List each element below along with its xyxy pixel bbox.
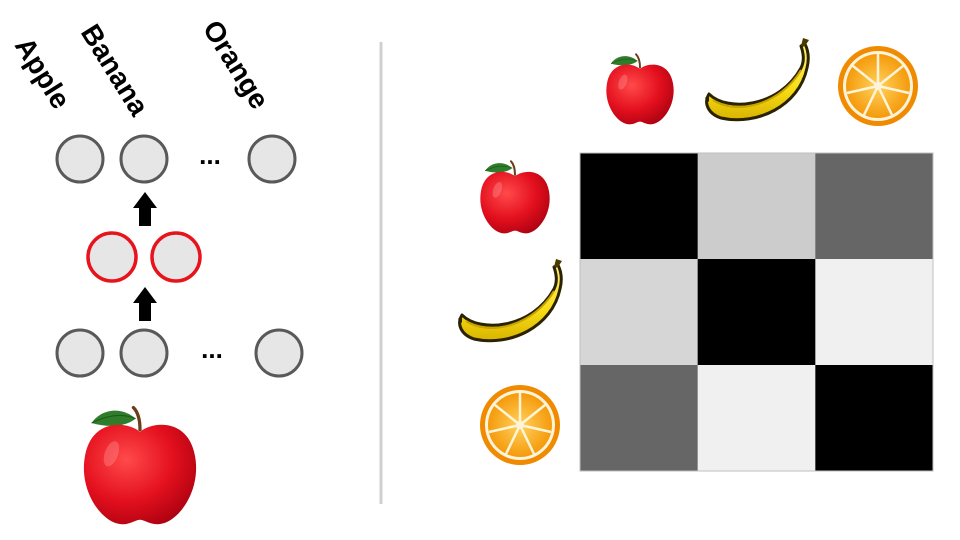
output-node-orange xyxy=(247,134,297,184)
orange-icon xyxy=(836,44,920,128)
matrix-grid xyxy=(580,153,934,472)
matrix-cell-r1-c0 xyxy=(580,259,699,366)
matrix-cell-r2-c2 xyxy=(815,365,934,472)
matrix-border xyxy=(579,152,934,472)
matrix-cell-r2-c0 xyxy=(580,365,699,472)
input-node-last xyxy=(254,328,304,378)
similarity-matrix xyxy=(456,36,934,472)
input-node-1 xyxy=(55,328,105,378)
output-label-orange: Orange xyxy=(197,15,275,115)
output-layer: ... xyxy=(55,134,297,184)
up-arrow-icon xyxy=(133,287,157,321)
orange-icon xyxy=(478,383,562,467)
input-node-2 xyxy=(119,328,169,378)
output-label-banana: Banana xyxy=(75,19,155,122)
matrix-cell-r1-c2 xyxy=(815,259,934,366)
hidden-layer xyxy=(86,231,202,283)
output-node-apple xyxy=(55,134,105,184)
input-ellipsis: ... xyxy=(201,334,223,364)
up-arrow-icon xyxy=(133,192,157,226)
matrix-cell-r2-c1 xyxy=(697,365,816,472)
apple-icon xyxy=(605,53,675,126)
input-layer: ... xyxy=(55,328,304,378)
banana-icon xyxy=(703,36,811,122)
network-diagram: Apple Banana Orange ... ... xyxy=(9,15,304,526)
banana-icon xyxy=(456,257,564,343)
output-ellipsis: ... xyxy=(199,140,221,170)
output-label-apple: Apple xyxy=(9,32,77,114)
matrix-cell-r0-c1 xyxy=(697,153,816,260)
matrix-cell-r0-c2 xyxy=(815,153,934,260)
hidden-node-2 xyxy=(150,231,202,283)
matrix-cell-r0-c0 xyxy=(580,153,699,260)
apple-icon xyxy=(479,160,551,235)
output-node-banana xyxy=(119,134,169,184)
matrix-cell-r1-c1 xyxy=(697,259,816,366)
hidden-node-1 xyxy=(86,231,138,283)
apple-icon xyxy=(82,405,198,526)
